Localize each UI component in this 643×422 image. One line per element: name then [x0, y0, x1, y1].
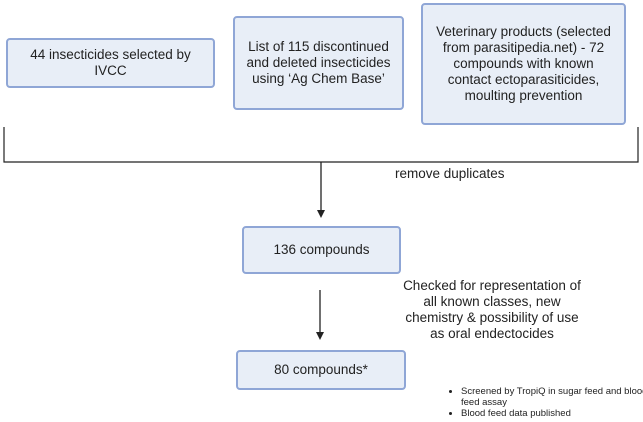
checked-label: Checked for representation of all known …	[403, 278, 581, 341]
box-80-text: 80 compounds*	[274, 362, 368, 377]
footnote-item: Screened by TropiQ in sugar feed and blo…	[461, 386, 643, 408]
remove-duplicates-label: remove duplicates	[395, 166, 505, 181]
box-136-compounds: 136 compounds	[242, 226, 401, 274]
box-80-compounds: 80 compounds*	[236, 350, 406, 390]
box-136-text: 136 compounds	[273, 242, 370, 257]
box-agchem: List of 115 discontinued and deleted ins…	[233, 16, 404, 110]
footnote-list: Screened by TropiQ in sugar feed and blo…	[447, 386, 643, 419]
merge-bracket	[3, 127, 639, 163]
box-ivcc: 44 insecticides selected by IVCC	[6, 38, 215, 88]
box-vet: Veterinary products (selected from paras…	[421, 3, 626, 125]
box-ivcc-text: 44 insecticides selected by IVCC	[30, 47, 191, 78]
footnote-item: Blood feed data published	[461, 408, 643, 419]
box-agchem-text: List of 115 discontinued and deleted ins…	[246, 39, 391, 86]
box-vet-text: Veterinary products (selected from paras…	[436, 24, 611, 103]
